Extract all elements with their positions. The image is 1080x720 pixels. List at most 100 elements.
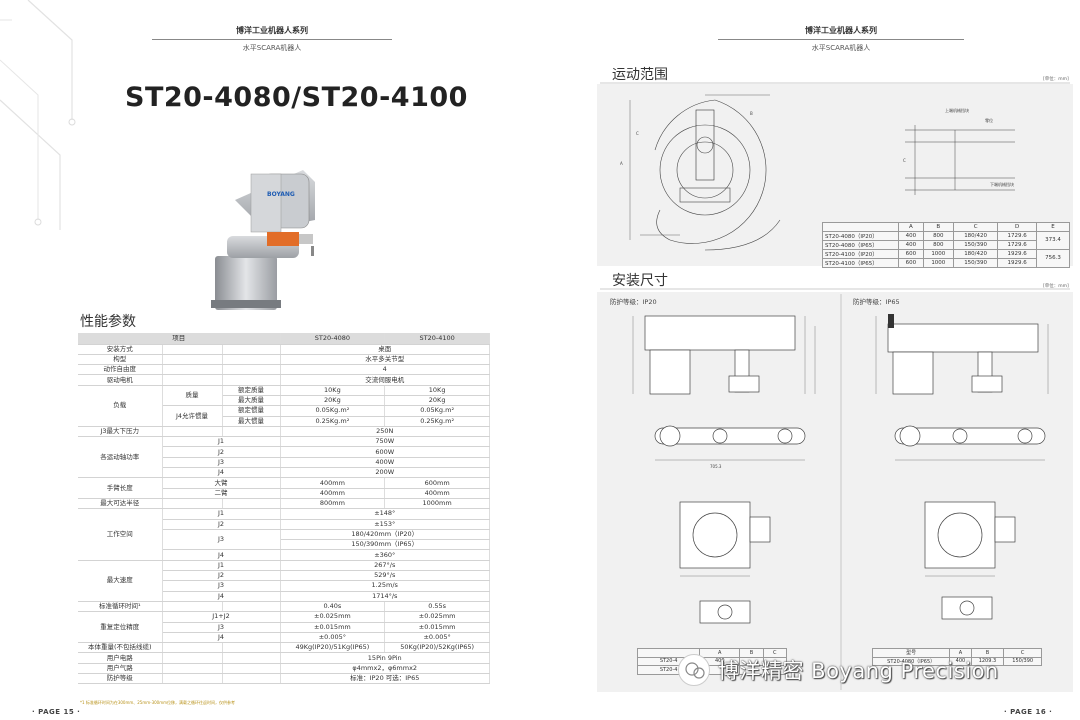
spec-value: 600W: [280, 446, 490, 458]
spec-value: 400W: [280, 457, 490, 469]
section-title-motion-range: 运动范围: [612, 67, 668, 83]
range-row: ST20-4100（IP20） 600 1000 180/420 1929.6 …: [822, 248, 1071, 268]
spec-sublabel: 质量: [162, 385, 223, 407]
spec-value: 0.55s: [384, 601, 490, 613]
ip20-label: 防护等级：IP20: [610, 298, 657, 306]
spec-sublabel: J4: [162, 549, 281, 561]
spec-value: ±0.025mm: [280, 611, 386, 623]
spec-label: 负载: [78, 385, 163, 427]
unit-label-install: [单位：mm]: [1043, 284, 1069, 289]
footnote: *1 标准循环时间为在300mm、25mm-300mm位移，满载之循环往返时间，…: [80, 700, 235, 705]
range-cell: 150/390: [952, 257, 999, 268]
spec-sublabel: J3: [162, 622, 281, 633]
folio-left: · PAGE 15 ·: [32, 708, 81, 716]
spec-header-4080: ST20-4080: [280, 333, 386, 345]
spec-value: 水平多关节型: [280, 354, 490, 366]
spec-value: ±148°: [280, 508, 490, 520]
spec-value: 250N: [280, 426, 490, 438]
spec-label: 工作空间: [78, 508, 163, 561]
range-cell: ST20-4080（IP65）: [822, 239, 899, 250]
series-title: 博洋工业机器人系列: [805, 26, 877, 35]
motion-title-rule: [600, 82, 1070, 84]
section-title-install: 安装尺寸: [612, 273, 668, 289]
motion-range-drawing: A B C: [620, 94, 781, 251]
spec-sublabel: J4: [162, 467, 281, 479]
spec-label: 构型: [78, 354, 163, 366]
spec-value: 桌面: [280, 344, 490, 355]
spec-value: 0.25Kg.m²: [384, 416, 490, 427]
svg-text:C: C: [636, 131, 639, 136]
spec-value: 1714°/s: [280, 591, 490, 602]
spec-value: 15Pin 9Pin: [280, 652, 490, 664]
model-title: ST20-4080/ST20-4100: [125, 82, 468, 113]
range-header: E: [1035, 222, 1071, 232]
spec-value: 400mm: [280, 488, 386, 499]
spec-sublabel: J4: [162, 632, 281, 644]
mini-table-ip65: 型号 A B C ST20-4080（IP65） 400 1209.3 150/…: [871, 648, 1042, 666]
range-cell: ST20-4100（IP20）: [822, 248, 899, 259]
spec-sublabel: J3: [162, 580, 281, 592]
spec-value: 10Kg: [384, 385, 490, 396]
mini-header: C: [1003, 648, 1042, 658]
range-cell: 180/420: [952, 248, 999, 259]
spec-value: 交流伺服电机: [280, 374, 490, 386]
spec-value: 20Kg: [280, 395, 386, 407]
spec-sublabel: 最大质量: [222, 395, 281, 407]
spec-sublabel: J2: [162, 446, 281, 458]
spec-sublabel: J1: [162, 436, 281, 448]
spec-label: 标准循环时间¹: [78, 601, 163, 613]
spec-value: 150/390mm（IP65）: [280, 539, 490, 551]
spec-value: ±0.005°: [280, 632, 386, 644]
install-title-rule: [600, 288, 1070, 290]
spec-sublabel: 二臂: [162, 488, 281, 499]
ip65-label: 防护等级：IP65: [853, 298, 900, 306]
ip65-bottom-view: [941, 596, 993, 620]
range-cell: 1729.6: [997, 230, 1037, 241]
ip20-side-view: [632, 315, 816, 395]
range-cell: 373.4: [1035, 230, 1071, 250]
watermark-text: 博洋精密 Boyang Precision: [718, 659, 999, 683]
range-header: A: [898, 222, 924, 232]
ip65-top-view: [894, 425, 1046, 461]
mini-cell: [762, 665, 788, 675]
spec-sublabel: J3: [162, 457, 281, 469]
range-row: ST20-4080（IP65） 400 800 150/390 1729.6: [822, 239, 1070, 250]
range-row: ST20-4100（IP65） 600 1000 150/390 1929.6: [822, 257, 1070, 268]
spec-sublabel: J2: [162, 519, 281, 530]
spec-value: 267°/s: [280, 560, 490, 572]
series-title: 博洋工业机器人系列: [236, 26, 308, 35]
range-cell: 1929.6: [997, 257, 1037, 268]
range-header: C: [952, 222, 999, 232]
spec-sublabel: J1: [162, 560, 281, 572]
spec-table: 项目 ST20-4080 ST20-4100 安装方式桌面 构型水平多关节型 动…: [78, 333, 490, 685]
ip20-top-view: 705.3: [654, 425, 806, 469]
range-cell: 1929.6: [997, 248, 1037, 259]
range-header: D: [997, 222, 1037, 232]
spec-value: ±0.025mm: [384, 611, 490, 623]
range-header: B: [922, 222, 954, 232]
mini-cell: 400: [949, 656, 972, 666]
spec-sublabel: J1: [162, 508, 281, 520]
spec-label: 本体重量(不包括线缆): [78, 642, 163, 654]
spec-value: 1000mm: [384, 498, 490, 510]
range-cell: 1000: [922, 257, 954, 268]
spec-value: 1.25m/s: [280, 580, 490, 592]
mini-table-ip20: A B C ST20-4 400 ST20-4: [636, 648, 788, 675]
mini-cell: 150/390: [1003, 656, 1042, 666]
range-cell: ST20-4100（IP65）: [822, 257, 899, 268]
folio-right: · PAGE 16 ·: [1004, 708, 1053, 716]
spec-label: 最大可达半径: [78, 498, 163, 510]
spec-label: 驱动电机: [78, 374, 163, 386]
ip65-base-view: [924, 501, 1016, 577]
spec-sublabel: J4: [162, 591, 281, 602]
running-head-right: 博洋工业机器人系列 水平SCARA机器人: [718, 25, 964, 53]
spec-value: 180/420mm（IP20）: [280, 529, 490, 541]
spec-header-item: 项目: [78, 333, 281, 345]
spec-value: 标准：IP20 可选：IP65: [280, 673, 490, 685]
svg-text:A: A: [620, 161, 623, 166]
range-cell: ST20-4080（IP20）: [822, 230, 899, 241]
spec-sublabel: J4允许惯量: [162, 405, 223, 427]
spec-label: 最大速度: [78, 560, 163, 602]
spec-value: ±360°: [280, 549, 490, 561]
svg-text:B: B: [750, 111, 753, 116]
